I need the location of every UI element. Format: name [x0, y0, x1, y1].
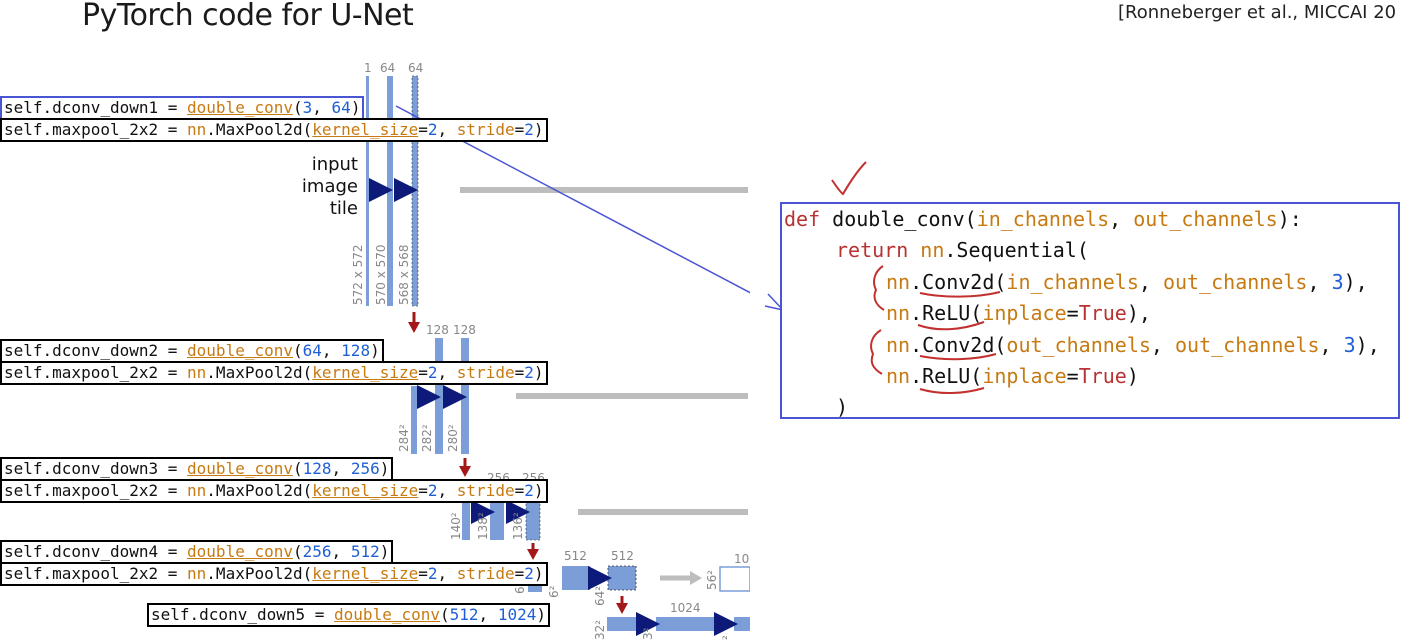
code-maxpool-4: self.maxpool_2x2 = nn.MaxPool2d(kernel_s…: [0, 562, 548, 586]
dim-140: 140²: [449, 512, 463, 540]
fn-line-relu1: nn.ReLU(inplace=True),: [886, 301, 1151, 325]
feature-map-decoder-512: [719, 566, 750, 592]
channel-label-512a: 512: [564, 549, 587, 563]
fn-line-conv2: nn.Conv2d(out_channels, out_channels, 3)…: [886, 333, 1380, 357]
channel-label-128b: 128: [453, 323, 476, 337]
page-title: PyTorch code for U-Net: [82, 0, 414, 33]
checkmark-icon: [831, 161, 867, 196]
brace-top-icon: [873, 265, 885, 311]
fn-line-return: return nn.Sequential(: [836, 238, 1089, 262]
feature-map-512a: [562, 566, 590, 590]
citation: [Ronneberger et al., MICCAI 20: [1118, 2, 1397, 23]
dim-136: 136²: [511, 512, 525, 540]
code-dconv-down3: self.dconv_down3 = double_conv(128, 256): [0, 457, 394, 481]
dim-570: 570 x 570: [374, 244, 388, 305]
underline-relu-1: [917, 321, 985, 331]
feature-map-512-pooled: [607, 617, 637, 631]
dim-572: 572 x 572: [351, 244, 365, 305]
code-dconv-down2: self.dconv_down2 = double_conv(64, 128): [0, 339, 384, 363]
underline-relu-2: [919, 387, 985, 395]
feature-map-64-pooled: [411, 386, 417, 454]
fn-line-conv1: nn.Conv2d(in_channels, out_channels, 3),: [886, 270, 1368, 294]
double-conv-definition: def double_conv(in_channels, out_channel…: [780, 202, 1400, 419]
skip-connection-3: [578, 509, 748, 515]
fn-line-relu2: nn.ReLU(inplace=True): [886, 364, 1139, 388]
dim-280: 280²: [446, 424, 460, 452]
dim-568: 568 x 568: [397, 244, 411, 305]
channel-label-1024: 1024: [670, 601, 701, 615]
channel-label-64b: 64: [408, 61, 423, 75]
code-maxpool-2: self.maxpool_2x2 = nn.MaxPool2d(kernel_s…: [0, 361, 548, 385]
dim-30: 3²: [641, 627, 655, 640]
skip-connection-1: [460, 187, 748, 193]
dim-284: 284²: [397, 424, 411, 452]
dim-138: 138²: [476, 512, 490, 540]
code-maxpool-3: self.maxpool_2x2 = nn.MaxPool2d(kernel_s…: [0, 479, 548, 503]
skip-connection-2: [516, 393, 748, 399]
dim-28: ²: [720, 635, 734, 640]
channel-label-1: 1: [364, 61, 372, 75]
brace-bottom-icon: [870, 329, 883, 375]
dim-32: 32²: [593, 620, 607, 640]
feature-map-input: [366, 76, 369, 306]
dim-282: 282²: [420, 424, 434, 452]
dim-66: 6²: [547, 585, 561, 598]
fn-line-def: def double_conv(in_channels, out_channel…: [784, 207, 1302, 231]
feature-map-512b: [607, 565, 637, 591]
dim-68: 6: [513, 586, 527, 594]
fn-line-close: ): [836, 395, 849, 419]
channel-label-10: 10: [734, 552, 749, 566]
code-maxpool-1: self.maxpool_2x2 = nn.MaxPool2d(kernel_s…: [0, 118, 548, 142]
channel-label-64a: 64: [380, 61, 395, 75]
channel-label-512b: 512: [611, 549, 634, 563]
input-image-tile-label: input image tile: [301, 154, 358, 219]
channel-label-128a: 128: [426, 323, 449, 337]
feature-map-1024b: [734, 617, 750, 631]
dim-56: 56²: [705, 570, 719, 590]
feature-map-1024a: [656, 617, 714, 631]
underline-conv2d-2: [919, 353, 997, 361]
feature-map-128-pooled: [462, 502, 470, 540]
dim-64: 64²: [593, 586, 607, 606]
code-dconv-down5: self.dconv_down5 = double_conv(512, 1024…: [147, 603, 550, 627]
underline-conv2d-1: [919, 291, 1001, 298]
